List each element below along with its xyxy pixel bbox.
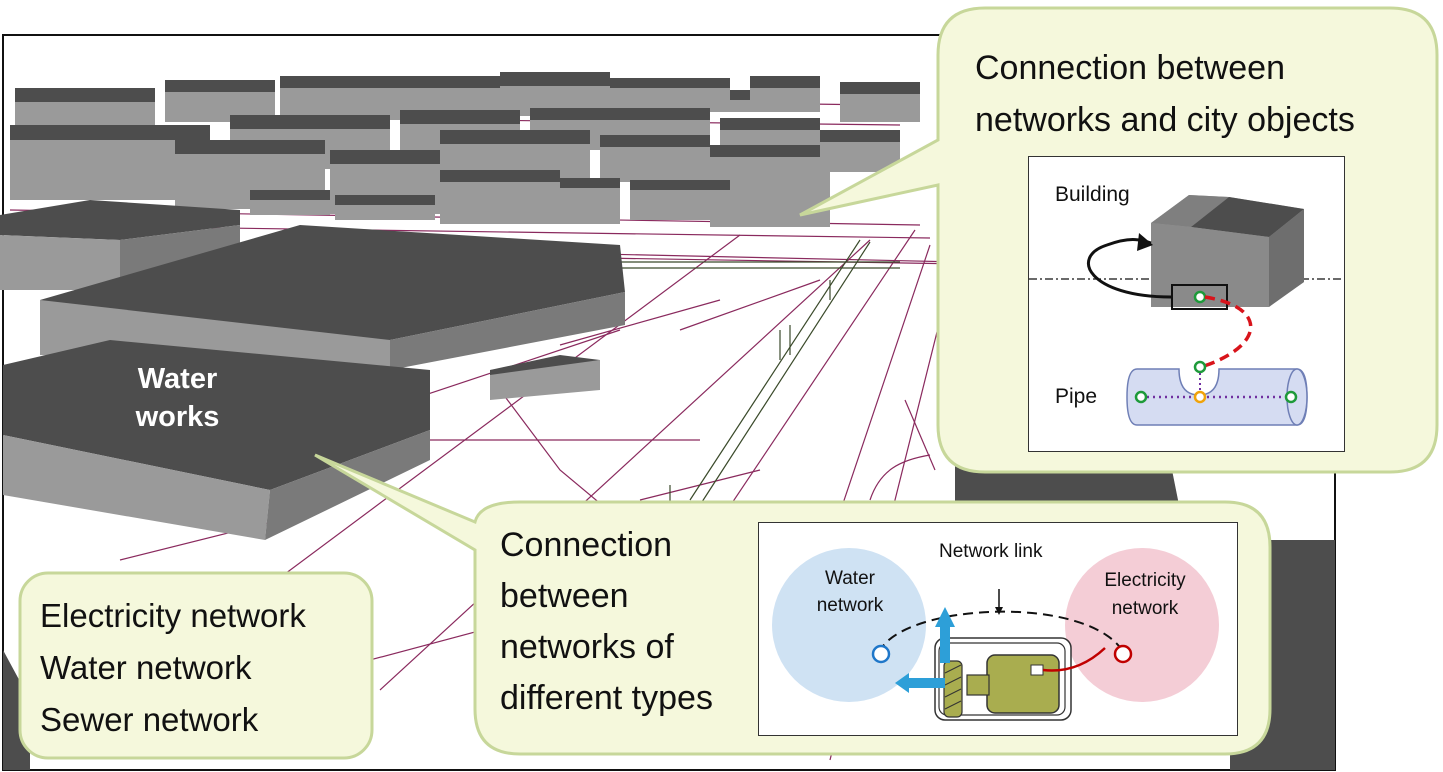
inset-pipe-label: Pipe — [1055, 385, 1098, 408]
water-network-label: Water network — [816, 568, 884, 616]
water-works-label: Water works — [135, 363, 220, 433]
building-pipe-inset: Building Pipe — [1028, 156, 1345, 452]
network-link-label: Network link — [939, 541, 1043, 562]
network-link-inset: Network link Water network Electricity n… — [758, 522, 1238, 736]
mid-buildings — [0, 200, 625, 400]
bubble-bottom-title: Connection between networks of different… — [500, 526, 713, 717]
legend-item-electricity: Electricity network — [40, 597, 306, 634]
electricity-network-label: Electricity network — [1104, 570, 1186, 619]
legend-item-water: Water network — [40, 649, 252, 686]
legend: Electricity network Water network Sewer … — [40, 590, 306, 746]
bubble-top-title: Connection between networks and city obj… — [975, 49, 1355, 139]
water-flow-arrows — [895, 607, 955, 693]
inset-building-label: Building — [1055, 183, 1130, 206]
water-works-building — [3, 340, 430, 540]
legend-item-sewer: Sewer network — [40, 701, 259, 738]
pump-device — [934, 637, 1072, 721]
house-shape — [1151, 195, 1304, 307]
legend-box-shape — [18, 571, 374, 760]
pipe-shape — [1126, 368, 1308, 426]
